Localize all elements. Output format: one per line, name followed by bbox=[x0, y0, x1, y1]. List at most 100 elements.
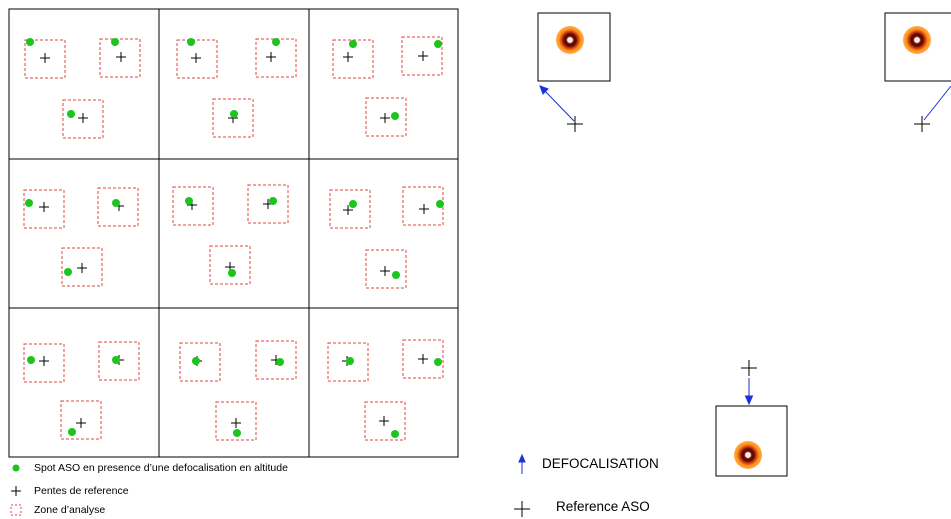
reference-cross-right bbox=[567, 116, 930, 376]
legend-reference-label: Pentes de reference bbox=[34, 485, 129, 497]
analysis-zone bbox=[23, 343, 65, 383]
legend-reference-aso-label: Reference ASO bbox=[556, 499, 650, 514]
aso-spot bbox=[276, 358, 284, 366]
focal-spot-image bbox=[556, 26, 584, 54]
analysis-zone bbox=[255, 340, 297, 380]
plus-icon bbox=[11, 486, 21, 496]
analysis-zone bbox=[176, 39, 218, 79]
analysis-zone bbox=[212, 98, 254, 138]
aso-spot bbox=[272, 38, 280, 46]
reference-cross bbox=[78, 113, 88, 123]
aso-spot bbox=[112, 199, 120, 207]
reference-cross bbox=[380, 113, 390, 123]
grid-cells bbox=[23, 36, 444, 441]
analysis-zone bbox=[364, 401, 406, 441]
dashed-square-icon bbox=[10, 504, 22, 516]
reference-cross bbox=[116, 52, 126, 62]
aso-spot bbox=[228, 269, 236, 277]
analysis-zone bbox=[329, 189, 371, 229]
arrow-icon bbox=[539, 85, 575, 122]
aso-spot bbox=[111, 38, 119, 46]
grid-border bbox=[8, 8, 459, 458]
reference-cross bbox=[266, 52, 276, 62]
legend-defocus-label: DEFOCALISATION bbox=[542, 456, 659, 471]
aso-spot bbox=[187, 38, 195, 46]
reference-cross bbox=[380, 266, 390, 276]
analysis-zone bbox=[247, 184, 289, 224]
plus-icon bbox=[567, 116, 583, 132]
aso-spot bbox=[434, 358, 442, 366]
analysis-zone bbox=[99, 38, 141, 78]
analysis-zone bbox=[215, 401, 257, 441]
arrow-up-icon bbox=[518, 453, 526, 474]
reference-cross bbox=[419, 204, 429, 214]
aso-spot bbox=[269, 197, 277, 205]
focal-spot-image bbox=[734, 441, 762, 469]
analysis-zone bbox=[98, 341, 140, 381]
legend-zone-label: Zone d’analyse bbox=[34, 504, 106, 516]
arrow-icon bbox=[923, 85, 951, 121]
green-dot-icon bbox=[12, 464, 20, 472]
aso-spot bbox=[67, 110, 75, 118]
reference-cross bbox=[39, 356, 49, 366]
analysis-zone bbox=[209, 245, 251, 285]
aso-spot bbox=[391, 430, 399, 438]
aso-spot bbox=[68, 428, 76, 436]
analysis-zone bbox=[23, 189, 65, 229]
analysis-zone bbox=[24, 39, 66, 79]
reference-cross bbox=[418, 51, 428, 61]
focal-spot-image bbox=[903, 26, 931, 54]
legend-spot-label: Spot ASO en presence d’une defocalisatio… bbox=[34, 462, 288, 474]
plus-icon bbox=[914, 116, 930, 132]
aso-spot bbox=[434, 40, 442, 48]
aso-spot bbox=[233, 429, 241, 437]
reference-cross bbox=[39, 202, 49, 212]
aso-spot bbox=[112, 356, 120, 364]
reference-cross bbox=[418, 354, 428, 364]
reference-cross bbox=[379, 416, 389, 426]
aso-spot bbox=[192, 357, 200, 365]
analysis-zone bbox=[327, 342, 369, 382]
analysis-zone bbox=[365, 97, 407, 137]
analysis-zone bbox=[172, 186, 214, 226]
spot-panel-bottom bbox=[715, 405, 788, 477]
reference-cross bbox=[343, 52, 353, 62]
reference-cross bbox=[231, 418, 241, 428]
reference-cross bbox=[343, 205, 353, 215]
aso-spot bbox=[185, 197, 193, 205]
spot-panel-top-left bbox=[537, 12, 611, 82]
legend-right-icons bbox=[514, 453, 530, 517]
analysis-zone bbox=[401, 36, 443, 76]
aso-spot bbox=[392, 271, 400, 279]
aso-spot bbox=[27, 356, 35, 364]
reference-cross bbox=[40, 53, 50, 63]
defocus-arrows bbox=[539, 85, 951, 406]
analysis-zone bbox=[61, 247, 103, 287]
aso-spot bbox=[64, 268, 72, 276]
spot-panel-top-right bbox=[884, 12, 951, 82]
analysis-zone bbox=[97, 187, 139, 227]
aso-spot bbox=[25, 199, 33, 207]
analysis-zone bbox=[62, 99, 104, 139]
aso-spot bbox=[349, 200, 357, 208]
analysis-zone bbox=[179, 342, 221, 382]
reference-cross bbox=[76, 418, 86, 428]
analysis-zone bbox=[402, 186, 444, 226]
reference-cross bbox=[191, 53, 201, 63]
subaperture-grid bbox=[8, 8, 459, 458]
plus-icon bbox=[741, 360, 757, 376]
aso-spot bbox=[391, 112, 399, 120]
aso-spot bbox=[346, 357, 354, 365]
aso-spot bbox=[349, 40, 357, 48]
aso-spot bbox=[26, 38, 34, 46]
aso-spot bbox=[436, 200, 444, 208]
arrow-icon bbox=[744, 378, 754, 406]
reference-cross bbox=[77, 263, 87, 273]
analysis-zone bbox=[60, 400, 102, 440]
legend-left-icons bbox=[10, 464, 22, 516]
plus-icon bbox=[514, 501, 530, 517]
aso-spot bbox=[230, 110, 238, 118]
analysis-zone bbox=[402, 339, 444, 379]
analysis-zone bbox=[365, 249, 407, 289]
